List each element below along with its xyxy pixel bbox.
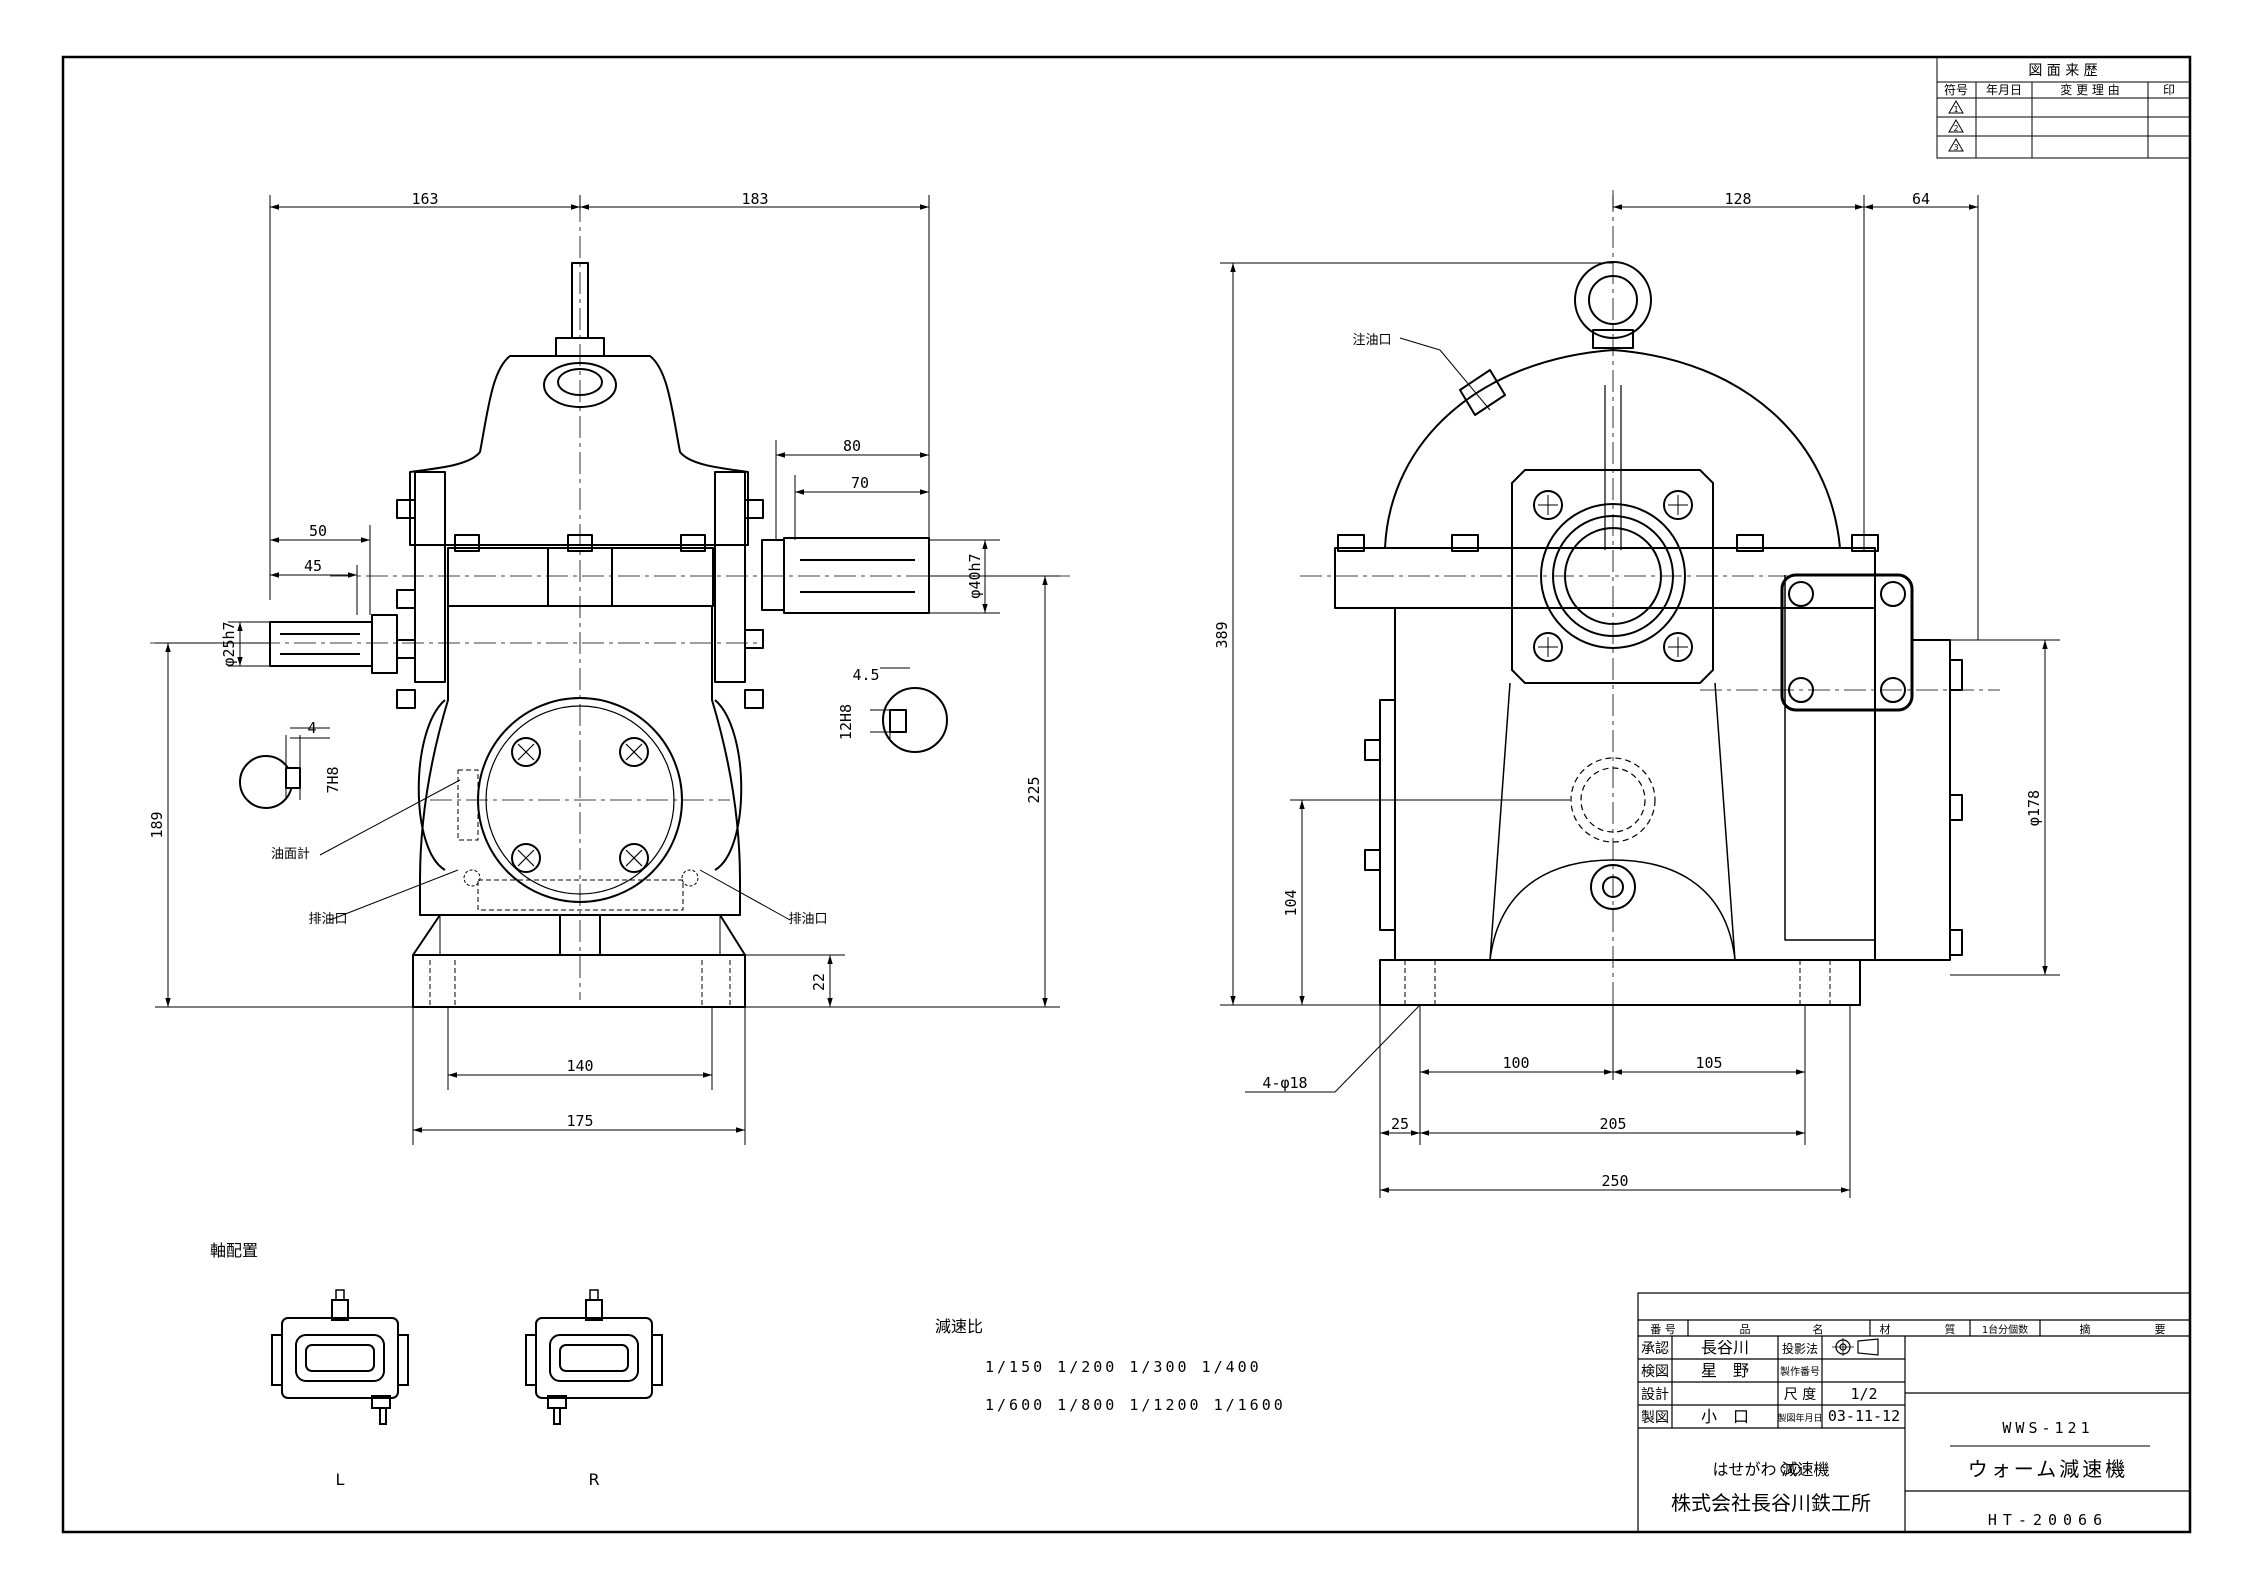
revision-title: 図 面 来 歴	[2028, 63, 2097, 79]
label-oil-inlet: 注油口	[1352, 333, 1391, 348]
tb-header-remark-2: 要	[2155, 1323, 2166, 1336]
tb-model: WWS-121	[2002, 1419, 2093, 1437]
reduction-line-1: 1/150 1/200 1/300 1/400	[985, 1358, 1262, 1376]
shaft-arrangement-L-label: L	[336, 1470, 345, 1489]
dim-140: 140	[566, 1057, 593, 1075]
shaft-arrangement-R	[525, 1289, 663, 1425]
tb-header-number: 番 号	[1650, 1323, 1676, 1336]
dim-205: 205	[1599, 1115, 1626, 1133]
dim-bolt-holes: 4-φ18	[1262, 1074, 1307, 1092]
dim-225: 225	[1025, 776, 1043, 803]
reduction-title: 減速比	[935, 1317, 983, 1336]
shaft-arrangement-L	[271, 1289, 409, 1425]
label-drain-left: 排油口	[308, 912, 347, 927]
dim-104: 104	[1282, 889, 1300, 916]
tb-draw-label: 製図	[1641, 1410, 1669, 1426]
dim-output-key-depth: 12H8	[837, 704, 855, 740]
tb-projection-label: 投影法	[1782, 1341, 1818, 1356]
tb-draw-name: 小 口	[1701, 1407, 1749, 1426]
side-view-dimensions	[1220, 195, 2060, 1198]
reduction-line-2: 1/600 1/800 1/1200 1/1600	[985, 1396, 1286, 1414]
dim-80: 80	[843, 437, 861, 455]
tb-approve-name: 長谷川	[1701, 1338, 1749, 1357]
dim-45: 45	[304, 557, 322, 575]
front-view	[150, 200, 1070, 1008]
brand-logo-icon	[1780, 1463, 1801, 1475]
tb-check-label: 検図	[1641, 1364, 1669, 1380]
dim-189: 189	[148, 811, 166, 838]
tb-check-name: 星 野	[1701, 1361, 1749, 1380]
dim-128: 128	[1724, 190, 1751, 208]
dim-70: 70	[851, 474, 869, 492]
tb-date-value: 03-11-12	[1828, 1407, 1900, 1425]
tb-company: 株式会社長谷川鉄工所	[1671, 1491, 1871, 1515]
dim-input-key-width: 4	[307, 719, 316, 737]
dim-50: 50	[309, 522, 327, 540]
tb-header-material-2: 質	[1945, 1322, 1956, 1336]
shaft-arrangement-R-label: R	[588, 1470, 599, 1489]
revision-symbol-2: 2	[1953, 124, 1958, 133]
dim-100: 100	[1502, 1054, 1529, 1072]
revision-symbols	[1948, 100, 1964, 152]
title-block	[1637, 1292, 2191, 1533]
label-drain-right: 排油口	[788, 912, 827, 927]
label-oil-gauge: 油面計	[271, 846, 310, 862]
projection-icon	[1832, 1338, 1879, 1356]
sheet-border	[61, 55, 2192, 1534]
revision-header-symbol: 符号	[1944, 82, 1968, 97]
dim-cover-dia: φ178	[2025, 790, 2043, 826]
tb-scale-label: 尺 度	[1784, 1387, 1816, 1403]
revision-symbol-3: 3	[1953, 143, 1958, 152]
dim-389: 389	[1213, 621, 1231, 648]
revision-symbol-1: 1	[1953, 105, 1958, 114]
tb-drawing-number: HT-20066	[1988, 1511, 2108, 1529]
dim-22: 22	[810, 973, 828, 991]
tb-brand: はせがわ 減速機	[1712, 1460, 1829, 1479]
revision-block	[1936, 56, 2191, 159]
shaft-arrangement-title: 軸配置	[210, 1241, 258, 1260]
revision-header-stamp: 印	[2163, 83, 2175, 97]
tb-header-name-2: 名	[1813, 1322, 1824, 1336]
tb-product: ウォーム減速機	[1968, 1457, 2128, 1481]
dim-175: 175	[566, 1112, 593, 1130]
dim-105: 105	[1695, 1054, 1722, 1072]
front-view-dimensions	[155, 195, 1060, 1145]
dim-183: 183	[741, 190, 768, 208]
dim-25: 25	[1391, 1115, 1409, 1133]
dim-input-key-depth: 7H8	[324, 766, 342, 793]
tb-header-name-1: 品	[1740, 1323, 1751, 1336]
tb-serial-label: 製作番号	[1780, 1365, 1820, 1378]
tb-header-remark-1: 摘	[2080, 1322, 2091, 1336]
tb-approve-label: 承認	[1641, 1341, 1669, 1357]
tb-date-label: 製図年月日	[1777, 1412, 1822, 1424]
dim-input-shaft-dia: φ25h7	[220, 621, 238, 666]
tb-scale-value: 1/2	[1850, 1385, 1877, 1403]
dim-250: 250	[1601, 1172, 1628, 1190]
dim-163: 163	[411, 190, 438, 208]
side-view	[1300, 190, 2000, 1010]
tb-design-label: 設計	[1641, 1387, 1669, 1403]
dim-output-key-width: 4.5	[852, 666, 879, 684]
tb-header-material-1: 材	[1880, 1322, 1891, 1336]
tb-header-quantity: 1台分個数	[1982, 1323, 2028, 1336]
dim-output-shaft-dia: φ40h7	[966, 553, 984, 598]
dim-64: 64	[1912, 190, 1930, 208]
revision-header-reason: 変 更 理 由	[2060, 82, 2119, 97]
revision-header-date: 年月日	[1986, 83, 2022, 97]
